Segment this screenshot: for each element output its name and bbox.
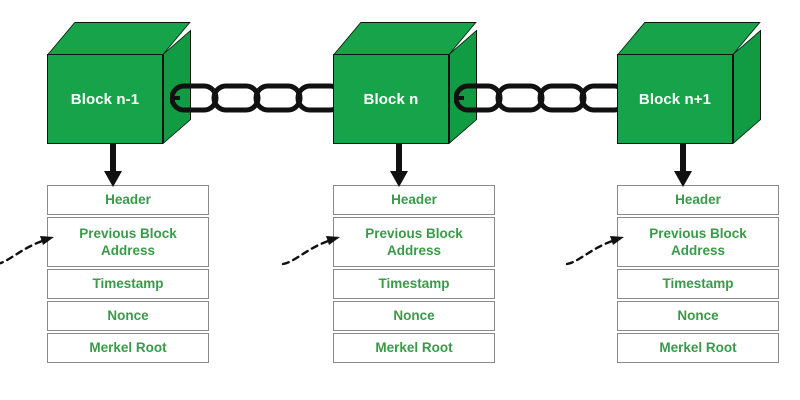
block-group-n-minus-1: Block n-1 Header Previous Block Address … <box>0 0 230 400</box>
block-fields-n: Header Previous Block Address Timestamp … <box>333 185 495 365</box>
down-arrow-icon <box>104 144 122 187</box>
block-group-n: Block n Header Previous Block Address Ti… <box>281 0 516 400</box>
field-header[interactable]: Header <box>47 185 209 215</box>
field-timestamp[interactable]: Timestamp <box>47 269 209 299</box>
field-previous-block-address[interactable]: Previous Block Address <box>617 217 779 267</box>
field-timestamp[interactable]: Timestamp <box>617 269 779 299</box>
prev-block-line2: Address <box>670 243 725 258</box>
prev-block-line2: Address <box>386 243 441 258</box>
field-nonce[interactable]: Nonce <box>333 301 495 331</box>
block-cube-n-minus-1[interactable]: Block n-1 <box>47 22 191 144</box>
field-merkel-root[interactable]: Merkel Root <box>617 333 779 363</box>
chain-connector-1 <box>170 83 345 113</box>
dashed-link-arrow-icon <box>281 236 340 266</box>
down-arrow-icon <box>390 144 408 187</box>
cube-front-face <box>47 54 163 144</box>
field-previous-block-address[interactable]: Previous Block Address <box>333 217 495 267</box>
block-fields-n-minus-1: Header Previous Block Address Timestamp … <box>47 185 209 365</box>
field-previous-block-address[interactable]: Previous Block Address <box>47 217 209 267</box>
prev-block-line2: Address <box>100 243 155 258</box>
dashed-link-arrow-icon <box>0 236 54 265</box>
prev-block-line1: Previous Block <box>649 225 747 241</box>
prev-block-line1: Previous Block <box>365 225 463 241</box>
field-header[interactable]: Header <box>617 185 779 215</box>
field-header[interactable]: Header <box>333 185 495 215</box>
field-timestamp[interactable]: Timestamp <box>333 269 495 299</box>
chain-connector-2 <box>454 83 629 113</box>
block-fields-n-plus-1: Header Previous Block Address Timestamp … <box>617 185 779 365</box>
prev-block-line1: Previous Block <box>79 225 177 241</box>
field-merkel-root[interactable]: Merkel Root <box>333 333 495 363</box>
dashed-link-arrow-icon <box>565 236 624 266</box>
field-nonce[interactable]: Nonce <box>47 301 209 331</box>
block-group-n-plus-1: Block n+1 Header Previous Block Address … <box>565 0 800 400</box>
field-merkel-root[interactable]: Merkel Root <box>47 333 209 363</box>
cube-front-face <box>617 54 733 144</box>
block-cube-n-plus-1[interactable]: Block n+1 <box>617 22 761 144</box>
block-cube-n[interactable]: Block n <box>333 22 477 144</box>
field-nonce[interactable]: Nonce <box>617 301 779 331</box>
cube-front-face <box>333 54 449 144</box>
down-arrow-icon <box>674 144 692 187</box>
